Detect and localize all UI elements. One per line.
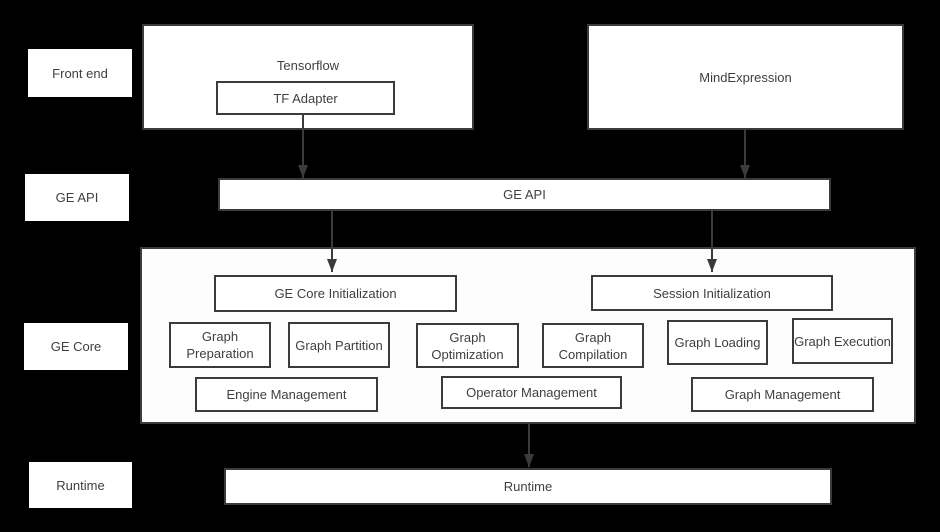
layer-label-ge-core-text: GE Core <box>50 339 102 354</box>
mindexpression-label: MindExpression <box>699 69 792 85</box>
graph-partition-box: Graph Partition <box>288 322 390 368</box>
operator-management-label: Operator Management <box>466 385 597 400</box>
arrow-ge-api-to-ge-core-initialization <box>331 211 333 272</box>
graph-loading-label: Graph Loading <box>674 335 761 350</box>
arrow-mindexpression-to-ge-api <box>744 130 746 178</box>
session-initialization-box: Session Initialization <box>591 275 833 311</box>
graph-execution-box: Graph Execution <box>792 318 893 364</box>
operator-management-box: Operator Management <box>441 376 622 409</box>
graph-compilation-label: Graph Compilation <box>558 329 628 362</box>
layer-label-ge-api-text: GE API <box>55 190 99 205</box>
graph-optimization-box: Graph Optimization <box>416 323 519 368</box>
ge-core-initialization-label: GE Core Initialization <box>274 286 397 301</box>
graph-optimization-label: Graph Optimization <box>431 329 504 362</box>
arrow-ge-api-to-session-initialization <box>711 211 713 272</box>
graph-management-label: Graph Management <box>724 387 841 402</box>
ge-api-bar: GE API <box>218 178 831 211</box>
tensorflow-box: Tensorflow TF Adapter <box>142 24 474 130</box>
layer-label-runtime-text: Runtime <box>56 477 105 493</box>
ge-api-bar-label: GE API <box>503 187 546 202</box>
runtime-bar: Runtime <box>224 468 832 505</box>
graph-loading-box: Graph Loading <box>667 320 768 365</box>
layer-label-runtime: Runtime <box>29 462 132 508</box>
ge-core-container: GE Core Initialization Session Initializ… <box>140 247 916 424</box>
graph-compilation-box: Graph Compilation <box>542 323 644 368</box>
graph-preparation-label: Graph Preparation <box>186 329 254 361</box>
session-initialization-label: Session Initialization <box>653 285 771 301</box>
graph-partition-label: Graph Partition <box>295 337 383 353</box>
graph-preparation-box: Graph Preparation <box>169 322 271 368</box>
graph-execution-label: Graph Execution <box>794 333 891 349</box>
ge-core-initialization-box: GE Core Initialization <box>214 275 457 312</box>
graph-management-box: Graph Management <box>691 377 874 412</box>
layer-label-front-end: Front end <box>28 49 132 97</box>
engine-management-label: Engine Management <box>226 387 347 402</box>
layer-label-ge-core: GE Core <box>24 323 128 370</box>
tensorflow-label: Tensorflow <box>276 58 340 73</box>
runtime-bar-label: Runtime <box>503 479 553 494</box>
arrow-ge-core-to-runtime <box>528 424 530 467</box>
layer-label-front-end-text: Front end <box>52 65 108 81</box>
layer-label-ge-api: GE API <box>25 174 129 221</box>
tf-adapter-label: TF Adapter <box>273 90 338 106</box>
arrow-tf-adapter-to-ge-api <box>302 113 304 178</box>
mindexpression-box: MindExpression <box>587 24 904 130</box>
tf-adapter-box: TF Adapter <box>216 81 395 115</box>
engine-management-box: Engine Management <box>195 377 378 412</box>
